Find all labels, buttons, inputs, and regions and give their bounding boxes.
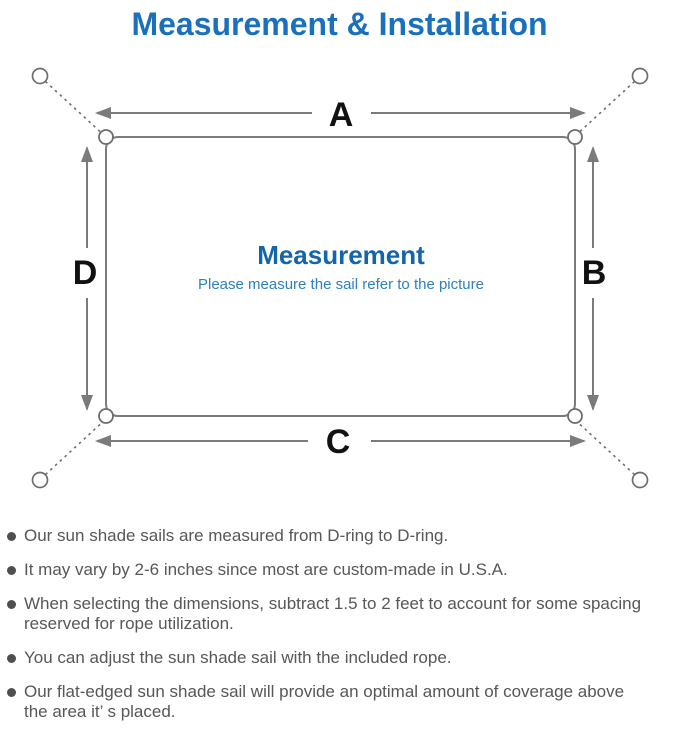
- diagram-center-title: Measurement: [257, 240, 425, 270]
- list-item: You can adjust the sun shade sail with t…: [7, 648, 669, 668]
- dimension-label-c: C: [326, 423, 351, 461]
- rope-line-top-right: [578, 80, 636, 133]
- page-title: Measurement & Installation: [131, 6, 548, 42]
- corner-d-ring-icon-bottom-left: [98, 408, 114, 424]
- dimension-label-b: B: [582, 254, 607, 292]
- corner-d-ring-icon-top-right: [567, 129, 583, 145]
- note-line: reserved for rope utilization.: [24, 614, 234, 633]
- note-line: It may vary by 2-6 inches since most are…: [24, 560, 508, 579]
- bullet-icon: [7, 687, 16, 697]
- bullet-icon: [7, 531, 16, 541]
- sail-outline: [105, 136, 576, 417]
- note-line: When selecting the dimensions, subtract …: [24, 594, 642, 613]
- anchor-ring-icon-top-right: [631, 67, 649, 85]
- list-item: Our flat-edged sun shade sail will provi…: [7, 682, 669, 722]
- anchor-ring-icon-bottom-left: [31, 471, 49, 489]
- anchor-ring-icon-bottom-right: [631, 471, 649, 489]
- corner-d-ring-icon-bottom-right: [567, 408, 583, 424]
- rope-line-bottom-left: [44, 423, 102, 476]
- note-line: You can adjust the sun shade sail with t…: [24, 648, 452, 667]
- list-item: When selecting the dimensions, subtract …: [7, 594, 669, 634]
- sail-measurement-diagram: A C D B Measurement Please measure the s…: [31, 67, 649, 489]
- anchor-ring-icon-top-left: [31, 67, 49, 85]
- bullet-icon: [7, 653, 16, 663]
- measurement-notes-list: Our sun shade sails are measured from D-…: [0, 526, 679, 722]
- rope-line-bottom-right: [578, 423, 636, 476]
- corner-d-ring-icon-top-left: [98, 129, 114, 145]
- dimension-label-a: A: [329, 96, 354, 134]
- note-line: the area it’ s placed.: [24, 702, 176, 721]
- diagram-center-subtitle: Please measure the sail refer to the pic…: [198, 276, 484, 293]
- list-item: It may vary by 2-6 inches since most are…: [7, 560, 669, 580]
- dimension-label-d: D: [73, 254, 98, 292]
- list-item: Our sun shade sails are measured from D-…: [7, 526, 669, 546]
- bullet-icon: [7, 565, 16, 575]
- note-line: Our sun shade sails are measured from D-…: [24, 526, 449, 545]
- rope-line-top-left: [44, 80, 102, 133]
- bullet-icon: [7, 599, 16, 609]
- note-line: Our flat-edged sun shade sail will provi…: [24, 682, 625, 701]
